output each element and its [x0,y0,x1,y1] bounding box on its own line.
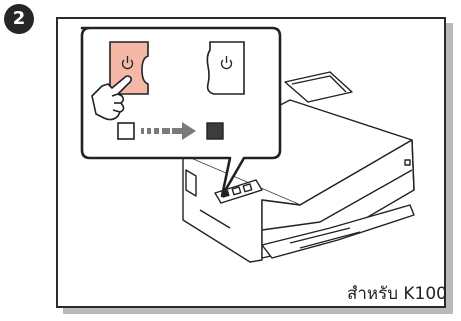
pointing-hand-icon [91,75,132,121]
indicator-off [117,122,135,140]
power-button-released [206,41,245,95]
step-number-badge: 2 [4,4,34,34]
model-caption: สำหรับ K100 [346,284,447,304]
power-icon [220,56,233,70]
dashed-arrow-icon [141,122,196,140]
power-icon [121,56,134,70]
indicator-on [206,122,224,140]
